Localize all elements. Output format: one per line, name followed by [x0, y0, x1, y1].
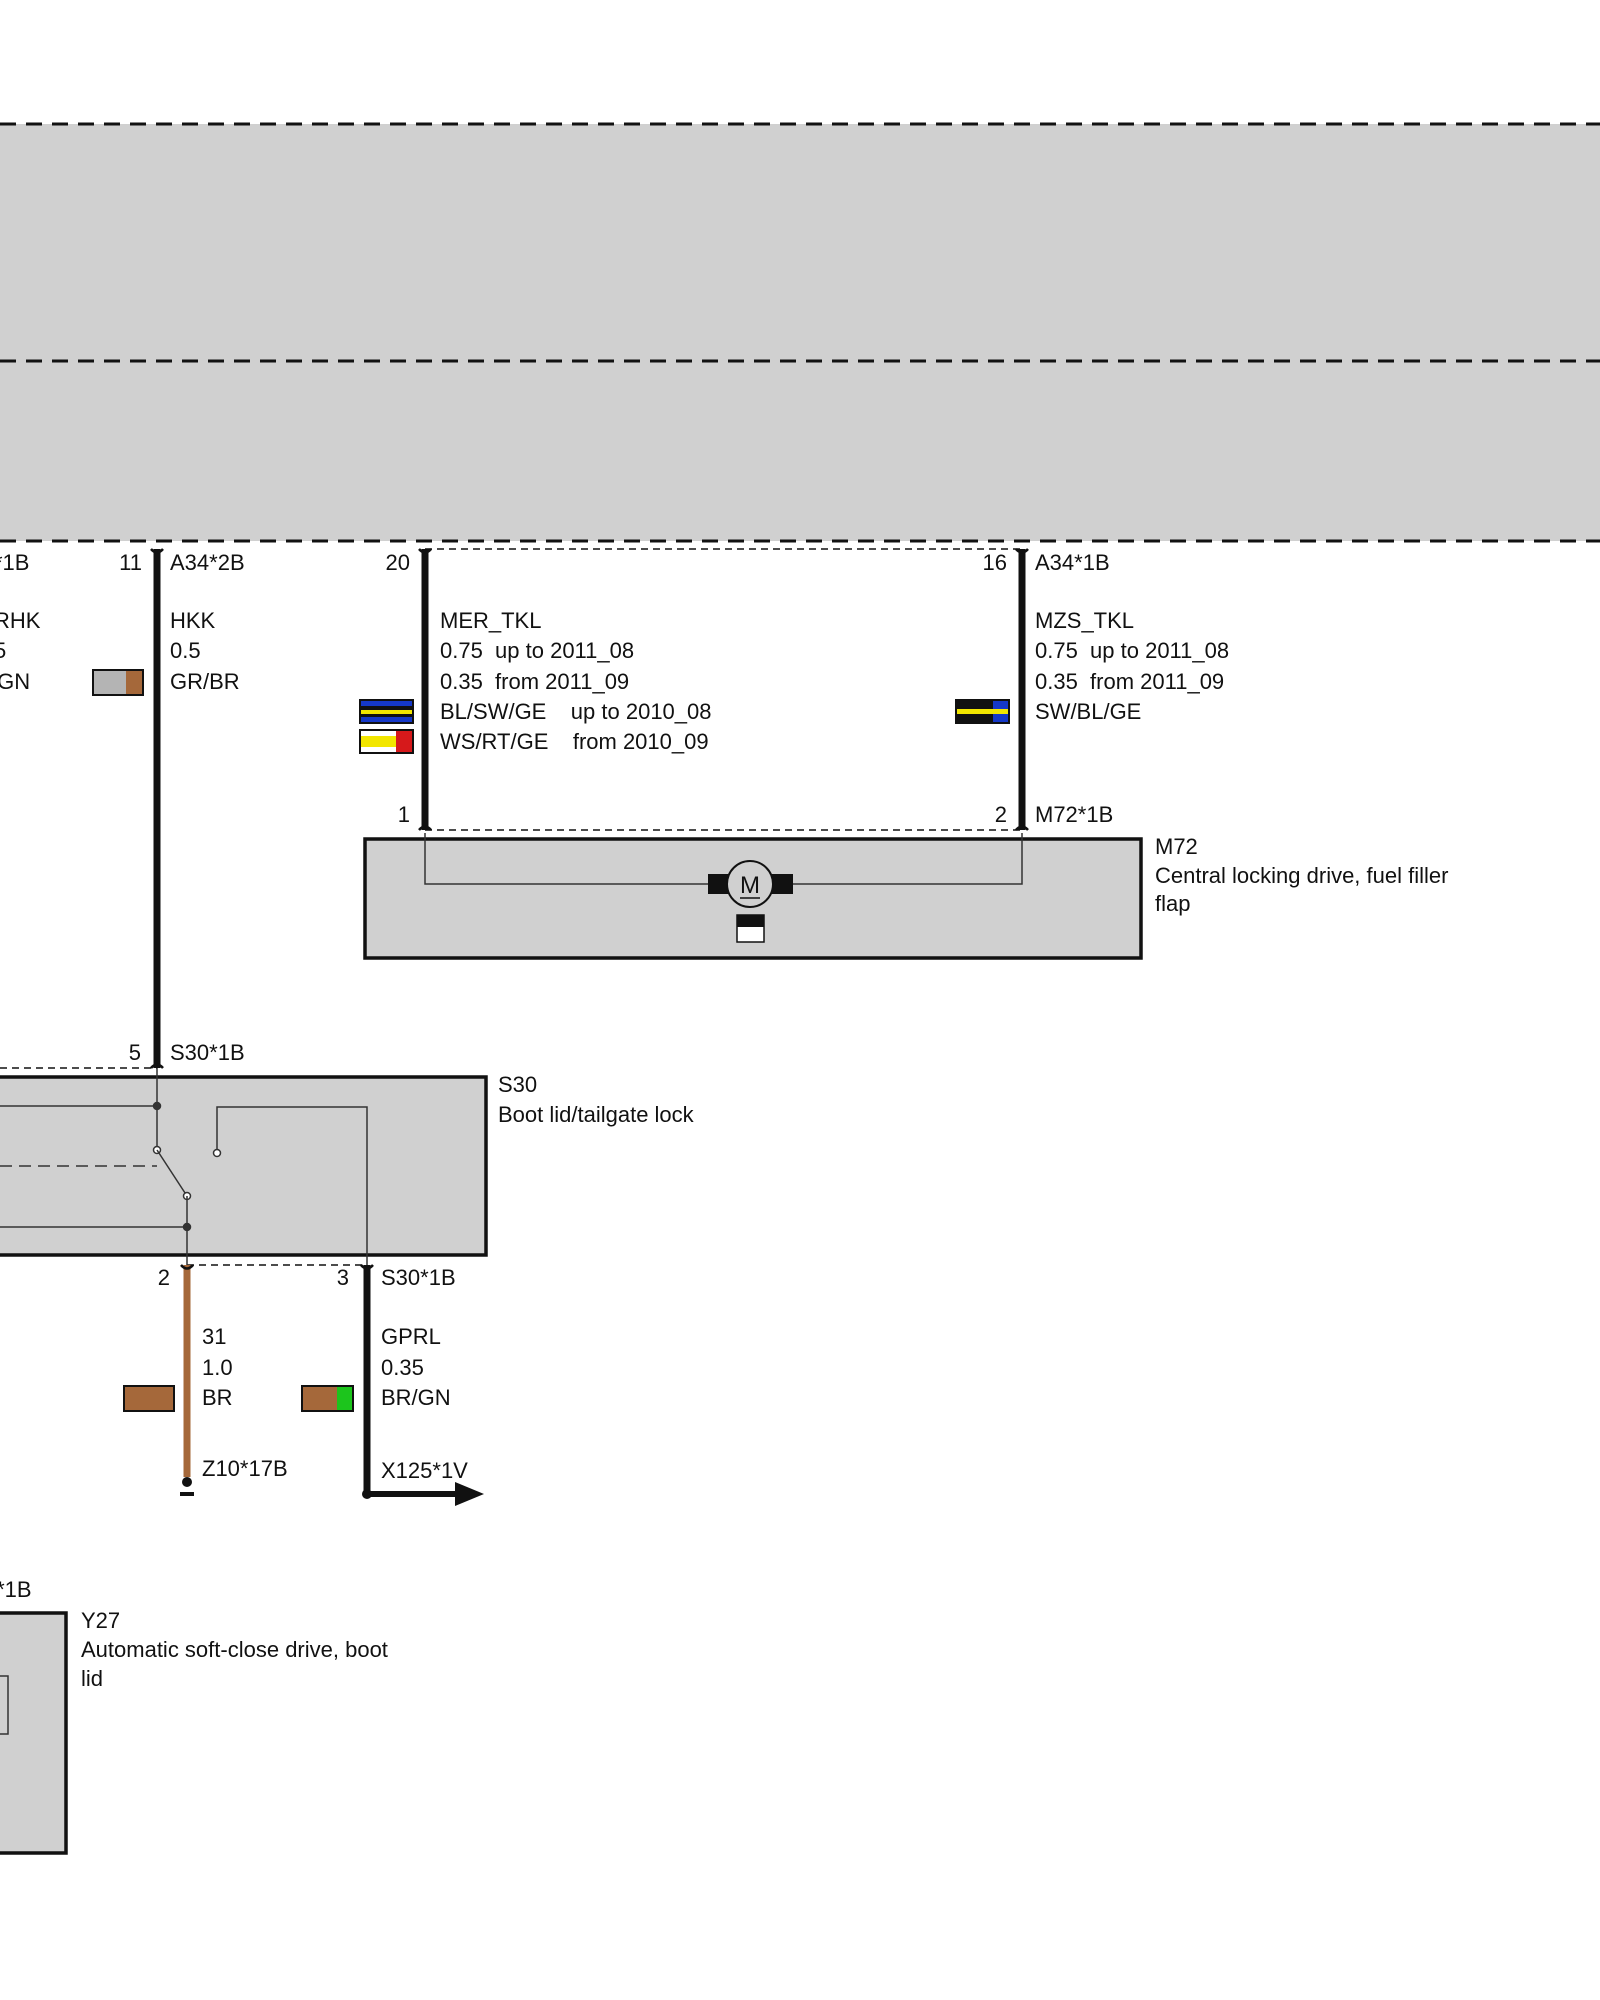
m72-description-1: Central locking drive, fuel filler [1155, 863, 1448, 888]
s30-top-pin: 5 [129, 1040, 141, 1065]
ground-icon [180, 1477, 194, 1496]
black-blue-yellow-wire-color-icon [955, 699, 1010, 724]
wire-31-color: BR [202, 1385, 233, 1410]
mer-tkl-top-pin: 20 [386, 550, 410, 575]
gray-brown-wire-color-icon [92, 669, 144, 696]
hkk-signal-name: HKK [170, 608, 216, 633]
mer-tkl-color-2: WS/RT/GE from 2010_09 [440, 729, 709, 754]
motor-icon: M [708, 860, 793, 943]
arrow-right-icon [362, 1482, 484, 1506]
hkk-top-connector: A34*2B [170, 550, 245, 575]
mer-tkl-signal-name: MER_TKL [440, 608, 541, 633]
white-red-yellow-wire-color-icon [359, 729, 414, 754]
s30-top-pin-socket [150, 1063, 164, 1069]
y27-id: Y27 [81, 1608, 120, 1633]
wire-31-pin: 2 [158, 1265, 170, 1290]
brown-wire-color-icon [123, 1385, 175, 1412]
wire-hkk: 11 A34*2B HKK 0.5 GR/BR [92, 548, 245, 1068]
y27-description-1: Automatic soft-close drive, boot [81, 1637, 388, 1662]
mzs-tkl-bottom-connector: M72*1B [1035, 802, 1113, 827]
s30-id: S30 [498, 1072, 537, 1097]
hkk-wire-size: 0.5 [170, 638, 201, 663]
mzs-tkl-bottom-pin: 2 [995, 802, 1007, 827]
brown-green-wire-color-icon [301, 1385, 354, 1412]
gprl-signal-name: GPRL [381, 1324, 441, 1349]
y27-description-2: lid [81, 1666, 103, 1691]
connector-brackets [0, 548, 1022, 1266]
mzs-tkl-size-2: 0.35 from 2011_09 [1035, 669, 1224, 694]
y27-inner-element [0, 1675, 9, 1735]
rhk-wire-size: 5 [0, 638, 6, 663]
mer-tkl-bottom-pin: 1 [398, 802, 410, 827]
wire-31-end-connector: Z10*17B [202, 1456, 288, 1481]
gprl-wire-color: BR/GN [381, 1385, 451, 1410]
top-module-left-connector: *1B [0, 550, 29, 575]
mzs-tkl-top-pin: 16 [983, 550, 1007, 575]
hkk-wire-color: GR/BR [170, 669, 240, 694]
gprl-pin: 3 [337, 1265, 349, 1290]
wire-rhk-partial: *1B RHK 5 /GN [0, 550, 41, 694]
mzs-tkl-color: SW/BL/GE [1035, 699, 1141, 724]
s30-top-connector: S30*1B [170, 1040, 245, 1065]
mer-tkl-color-1: BL/SW/GE up to 2010_08 [440, 699, 712, 724]
s30-description: Boot lid/tailgate lock [498, 1102, 695, 1127]
mzs-tkl-signal-name: MZS_TKL [1035, 608, 1134, 633]
gprl-wire-size: 0.35 [381, 1355, 424, 1380]
switch-icon [0, 1068, 368, 1265]
y27-component: /*1B Y27 Automatic soft-close drive, boo… [0, 1577, 388, 1855]
m72-description-2: flap [1155, 891, 1190, 916]
wire-mzs-tkl: 16 A34*1B MZS_TKL 0.75 up to 2011_08 0.3… [955, 548, 1229, 831]
rhk-wire-color: /GN [0, 669, 30, 694]
motor-symbol: M [740, 872, 760, 899]
rhk-signal-name: RHK [0, 608, 41, 633]
wire-31: 2 31 1.0 BR Z10*17B [123, 1264, 288, 1496]
mzs-tkl-size-1: 0.75 up to 2011_08 [1035, 638, 1229, 663]
blue-black-yellow-wire-color-icon [359, 699, 414, 724]
hkk-top-pin: 11 [119, 550, 142, 575]
wire-mer-tkl: 20 MER_TKL 0.75 up to 2011_08 0.35 from … [359, 548, 712, 831]
mer-tkl-size-2: 0.35 from 2011_09 [440, 669, 629, 694]
mzs-tkl-top-connector: A34*1B [1035, 550, 1110, 575]
top-control-module [0, 122, 1600, 543]
wire-gprl: 3 S30*1B GPRL 0.35 BR/GN X125*1V [301, 1264, 484, 1506]
y27-connector: /*1B [0, 1577, 32, 1602]
wire-31-size: 1.0 [202, 1355, 233, 1380]
wire-31-signal-name: 31 [202, 1324, 226, 1349]
m72-id: M72 [1155, 834, 1198, 859]
m72-component: M M72 Central locking drive, fuel filler… [363, 833, 1448, 960]
mer-tkl-size-1: 0.75 up to 2011_08 [440, 638, 634, 663]
gprl-connector: S30*1B [381, 1265, 456, 1290]
s30-component: S30 Boot lid/tailgate lock [0, 1068, 695, 1265]
gprl-end-connector: X125*1V [381, 1458, 468, 1483]
